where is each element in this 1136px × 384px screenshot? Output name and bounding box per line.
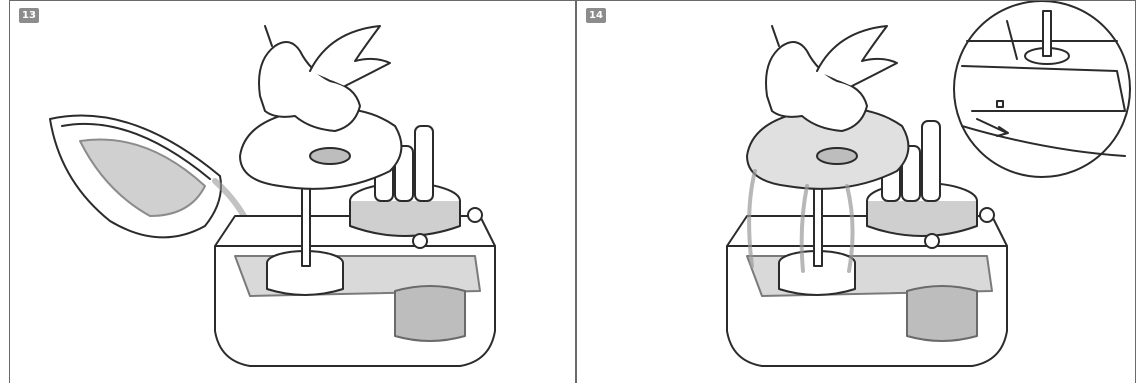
step-13-panel: 13 [9, 0, 576, 383]
water-bowl-icon [49, 114, 268, 289]
step-number-14: 14 [586, 8, 606, 23]
step-number-13: 13 [19, 8, 39, 23]
unicorn-fountain-icon [214, 25, 496, 367]
step-13-illustration [49, 25, 496, 367]
switch-arrow-icon [976, 118, 1009, 137]
unicorn-fountain-icon [726, 25, 1008, 367]
step-14-panel: 14 [576, 0, 1136, 383]
step-14-illustration [726, 1, 1131, 367]
magnified-switch-icon [953, 1, 1131, 178]
